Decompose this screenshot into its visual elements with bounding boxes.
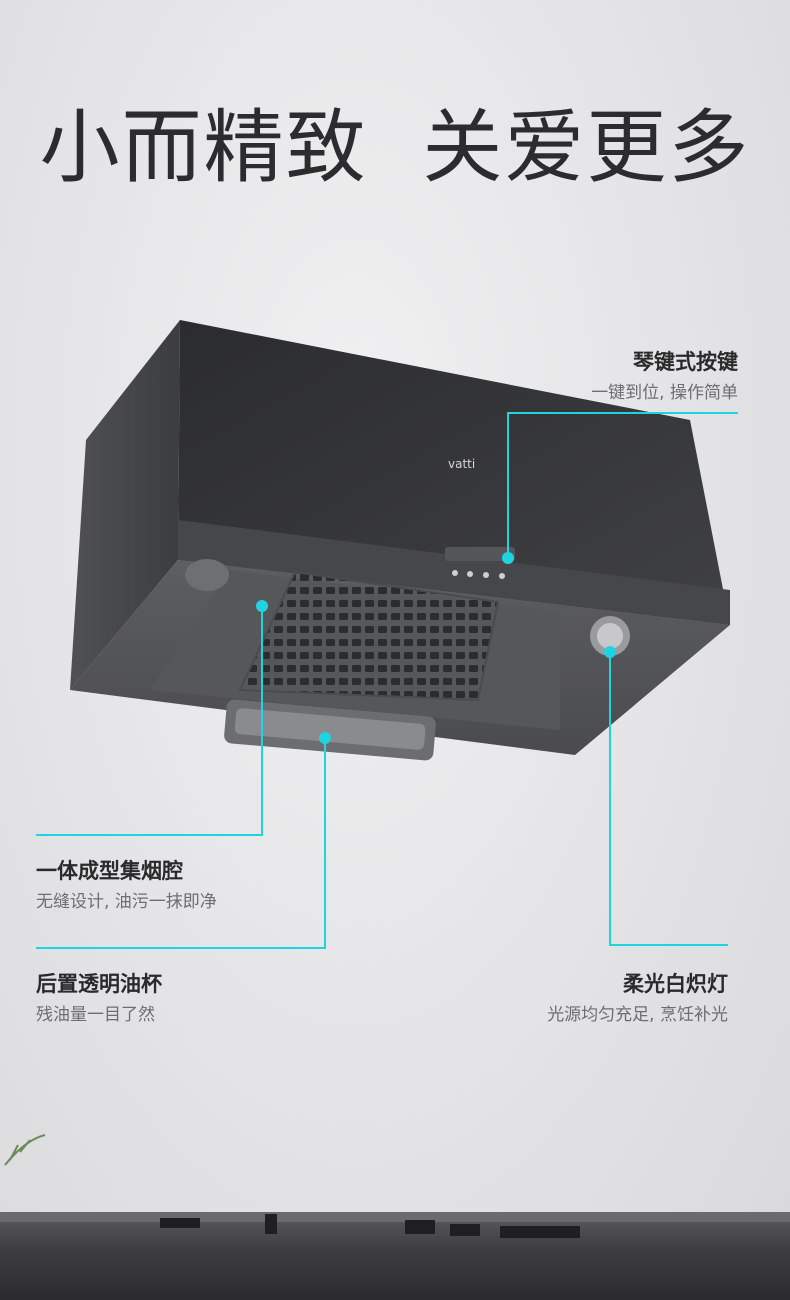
countertop — [0, 1212, 790, 1300]
callout-title: 后置透明油杯 — [36, 972, 162, 996]
callout-dots — [256, 552, 616, 744]
line-oil-cup — [36, 738, 326, 949]
line-cavity — [36, 606, 263, 836]
headline: 小而精致 关爱更多 — [39, 101, 751, 194]
brand-logo: vatti — [448, 457, 475, 471]
callout-lines — [36, 412, 738, 949]
callout-rear-oil-cup: 后置透明油杯 残油量一目了然 — [36, 972, 162, 1026]
callout-subtitle: 一键到位, 操作简单 — [591, 383, 738, 404]
line-lamp — [609, 652, 728, 946]
control-icons — [452, 570, 505, 579]
callout-subtitle: 无缝设计, 油污一抹即净 — [36, 892, 217, 913]
callout-integrated-cavity: 一体成型集烟腔 无缝设计, 油污一抹即净 — [36, 859, 217, 913]
left-lamp — [185, 559, 229, 591]
countertop-edge — [0, 1212, 790, 1222]
plant-decoration — [4, 1134, 46, 1166]
callout-title: 琴键式按键 — [633, 350, 738, 374]
callout-subtitle: 光源均匀充足, 烹饪补光 — [547, 1005, 728, 1026]
callout-piano-keys: 琴键式按键 一键到位, 操作简单 — [591, 350, 738, 404]
piano-keys — [445, 547, 515, 561]
callout-incandescent-light: 柔光白炽灯 光源均匀充足, 烹饪补光 — [547, 972, 728, 1026]
hood-side-left — [70, 320, 180, 690]
line-piano-keys — [507, 412, 738, 558]
callout-title: 柔光白炽灯 — [623, 972, 728, 996]
stove-burners — [160, 1214, 580, 1238]
callout-title: 一体成型集烟腔 — [36, 859, 183, 883]
filter-grill — [240, 572, 498, 700]
callout-subtitle: 残油量一目了然 — [36, 1005, 155, 1026]
